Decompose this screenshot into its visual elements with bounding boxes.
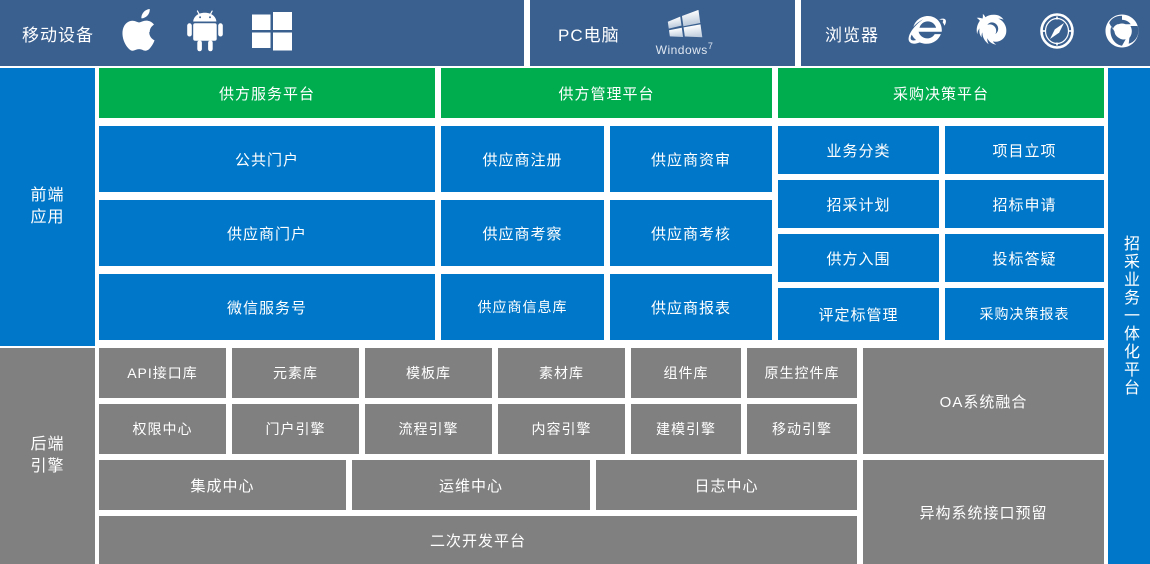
app-procurement-decision-report[interactable]: 采购决策报表 [945,288,1104,340]
platform-title-vertical: 招采业务一体化平台 [1121,235,1138,397]
app-supplier-inspection[interactable]: 供应商考察 [441,200,604,266]
firefox-icon [973,10,1013,57]
chrome-icon [1101,10,1143,57]
app-business-classification[interactable]: 业务分类 [778,126,939,174]
platform-header-procurement-decision[interactable]: 采购决策平台 [778,68,1104,118]
engine-oa-system-integration[interactable]: OA系统融合 [863,348,1104,454]
app-supplier-assessment[interactable]: 供应商考核 [610,200,772,266]
engine-secondary-development-platform[interactable]: 二次开发平台 [99,516,857,564]
app-bidding-application[interactable]: 招标申请 [945,180,1104,228]
back-end-rail: 后端 引擎 [0,348,95,564]
app-supplier-information-database[interactable]: 供应商信息库 [441,274,604,340]
engine-mobile-engine[interactable]: 移动引擎 [747,404,857,454]
apple-icon [122,8,160,58]
topbar-divider-2 [795,0,801,66]
internet-explorer-icon [907,10,949,57]
engine-modeling-engine[interactable]: 建模引擎 [631,404,741,454]
engine-process-engine[interactable]: 流程引擎 [365,404,492,454]
engine-native-control-library[interactable]: 原生控件库 [747,348,857,398]
android-icon [186,9,224,58]
browser-label: 浏览器 [825,25,879,45]
pc-segment: PC电脑 [530,0,795,66]
browser-segment: 浏览器 [801,0,1150,66]
topbar-divider-1 [524,0,530,66]
engine-api-library[interactable]: API接口库 [99,348,226,398]
engine-template-library[interactable]: 模板库 [365,348,492,398]
engine-log-center[interactable]: 日志中心 [596,460,857,510]
engine-element-library[interactable]: 元素库 [232,348,359,398]
app-wechat-service-account[interactable]: 微信服务号 [99,274,435,340]
safari-icon [1037,10,1077,57]
app-supplier-prequalification[interactable]: 供应商资审 [610,126,772,192]
platform-title-rail: 招采业务一体化平台 [1108,68,1150,564]
engine-heterogeneous-interface-reserve[interactable]: 异构系统接口预留 [863,460,1104,564]
app-supplier-shortlist[interactable]: 供方入围 [778,234,939,282]
app-bid-clarification[interactable]: 投标答疑 [945,234,1104,282]
front-end-applications-zone: 供方服务平台 供方管理平台 采购决策平台 公共门户 供应商门户 微信服务号 供应… [99,68,1104,346]
app-project-initiation[interactable]: 项目立项 [945,126,1104,174]
windows-icon [250,9,294,58]
front-end-rail: 前端 应用 [0,68,95,346]
app-supplier-portal[interactable]: 供应商门户 [99,200,435,266]
mobile-icon-row [104,8,294,58]
engine-integration-center[interactable]: 集成中心 [99,460,346,510]
engine-material-library[interactable]: 素材库 [498,348,625,398]
back-end-engine-zone: API接口库 元素库 模板库 素材库 组件库 原生控件库 权限中心 门户引擎 流… [99,348,1104,564]
windows7-caption: Windows7 [655,40,714,57]
engine-portal-engine[interactable]: 门户引擎 [232,404,359,454]
app-evaluation-management[interactable]: 评定标管理 [778,288,939,340]
engine-permission-center[interactable]: 权限中心 [99,404,226,454]
mobile-devices-segment: 移动设备 [0,0,524,66]
front-end-rail-label: 前端 应用 [30,187,65,226]
app-supplier-report[interactable]: 供应商报表 [610,274,772,340]
app-supplier-registration[interactable]: 供应商注册 [441,126,604,192]
platform-body: 前端 应用 后端 引擎 招采业务一体化平台 供方服务平台 供方管理平台 采购决策… [0,68,1150,564]
platform-header-supplier-management[interactable]: 供方管理平台 [441,68,772,118]
engine-content-engine[interactable]: 内容引擎 [498,404,625,454]
app-public-portal[interactable]: 公共门户 [99,126,435,192]
windows7-icon: Windows7 [655,9,714,57]
device-channel-bar: 移动设备 [0,0,1150,66]
browser-icon-row [889,10,1143,57]
mobile-devices-label: 移动设备 [22,25,94,45]
pc-icon-row: Windows7 [630,9,714,57]
back-end-rail-label: 后端 引擎 [30,436,65,475]
engine-operation-center[interactable]: 运维中心 [352,460,590,510]
platform-header-supplier-service[interactable]: 供方服务平台 [99,68,435,118]
app-procurement-plan[interactable]: 招采计划 [778,180,939,228]
engine-component-library[interactable]: 组件库 [631,348,741,398]
pc-label: PC电脑 [558,25,620,45]
